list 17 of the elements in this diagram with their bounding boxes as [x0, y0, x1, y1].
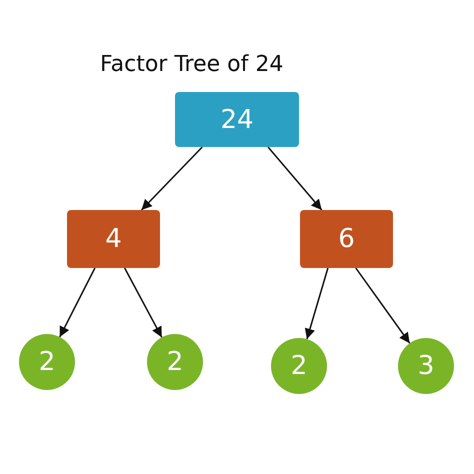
arrow [59, 268, 96, 338]
factor-number: 4 [105, 224, 122, 254]
factor-number: 2 [38, 347, 56, 377]
factor-box [175, 92, 299, 147]
arrow [124, 268, 162, 338]
factor-box [300, 210, 393, 268]
factor-box [67, 210, 160, 268]
factor-number: 24 [220, 104, 254, 134]
factor-number: 6 [338, 224, 355, 254]
factor-number: 2 [290, 351, 308, 381]
arrow [355, 268, 410, 344]
factor-number: 3 [418, 351, 434, 381]
arrow [304, 268, 329, 340]
arrow [267, 146, 322, 210]
factor-number: 2 [166, 347, 184, 377]
diagram-title: Factor Tree of 24 [100, 52, 280, 77]
arrow [140, 146, 203, 211]
